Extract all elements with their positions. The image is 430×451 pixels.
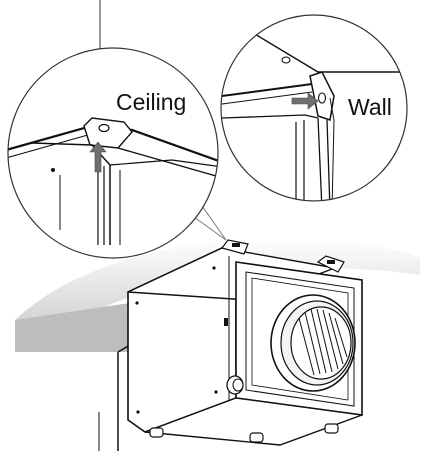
ceiling-detail-callout: Ceiling	[7, 0, 219, 259]
wall-detail-callout: Wall	[220, 14, 408, 202]
top-bracket-left	[220, 239, 249, 255]
wall-label: Wall	[348, 94, 392, 120]
arrow-right-icon	[291, 92, 319, 110]
arrow-up-icon	[89, 141, 107, 173]
unit-feet	[149, 423, 339, 443]
ceiling-label: Ceiling	[116, 89, 186, 115]
drain-fitting	[226, 375, 244, 395]
main-unit-scene	[15, 202, 420, 451]
duct-collar	[270, 294, 356, 392]
top-bracket-right	[316, 255, 345, 273]
